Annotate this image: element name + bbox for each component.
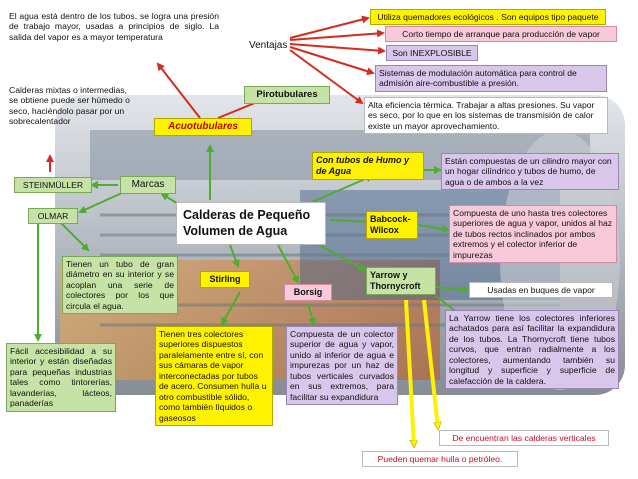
yarrow-description: La Yarrow tiene los colectores inferiore… [445, 310, 619, 390]
babcock-node: Babcock-Wilcox [366, 211, 418, 239]
olmar-node: OLMAR [28, 208, 78, 225]
ventaja-item-2: Corto tiempo de arranque para producción… [385, 26, 617, 43]
steinmuller-node: STEINMÜLLER [14, 177, 92, 194]
calderas-mixtas-text: Calderas mixtas o intermedias, se obtien… [9, 85, 130, 127]
yarrow-verticales: De encuentran las calderas verticales [439, 430, 609, 447]
yarrow-buques: Usadas en buques de vapor [469, 282, 613, 299]
stirling-node: Stirling [200, 271, 250, 288]
babcock-description: Compuesta de uno hasta tres colectores s… [449, 205, 617, 264]
borsig-description: Compuesta de un colector superior de agu… [286, 326, 398, 406]
yarrow-quemar: Pueden quemar hulla o petróleo. [362, 451, 518, 468]
central-topic: Calderas de Pequeño Volumen de Agua [176, 202, 326, 245]
olmar-description: Tienen un tubo de gran diámetro en su in… [62, 256, 178, 315]
marcas-node: Marcas [120, 176, 176, 195]
ventaja-item-4: Sistemas de modulación automática para c… [375, 65, 607, 92]
pirotubulares-node: Pirotubulares [244, 86, 330, 104]
yarrow-node: Yarrow y Thornycroft [366, 267, 436, 295]
ventaja-item-1: Utiliza quemadores ecológicos . Son equi… [370, 9, 606, 26]
olmar-advantage: Fácil accesibilidad a su interior y está… [6, 343, 116, 412]
acuotubulares-node: Acuotubulares [154, 118, 252, 137]
ventajas-label: Ventajas [249, 40, 288, 51]
intro-text: El agua está dentro de los tubos, se log… [9, 11, 219, 42]
con-tubos-description: Están compuestas de un cilindro mayor co… [441, 153, 619, 191]
borsig-node: Borsig [284, 284, 332, 301]
con-tubos-node: Con tubos de Humo y de Agua [312, 152, 424, 180]
ventaja-item-5: Alta eficiencia térmica. Trabajar a alta… [364, 97, 608, 135]
ventaja-item-3: Son INEXPLOSIBLE [386, 45, 478, 62]
stirling-description: Tienen tres colectores superiores dispue… [155, 326, 273, 427]
